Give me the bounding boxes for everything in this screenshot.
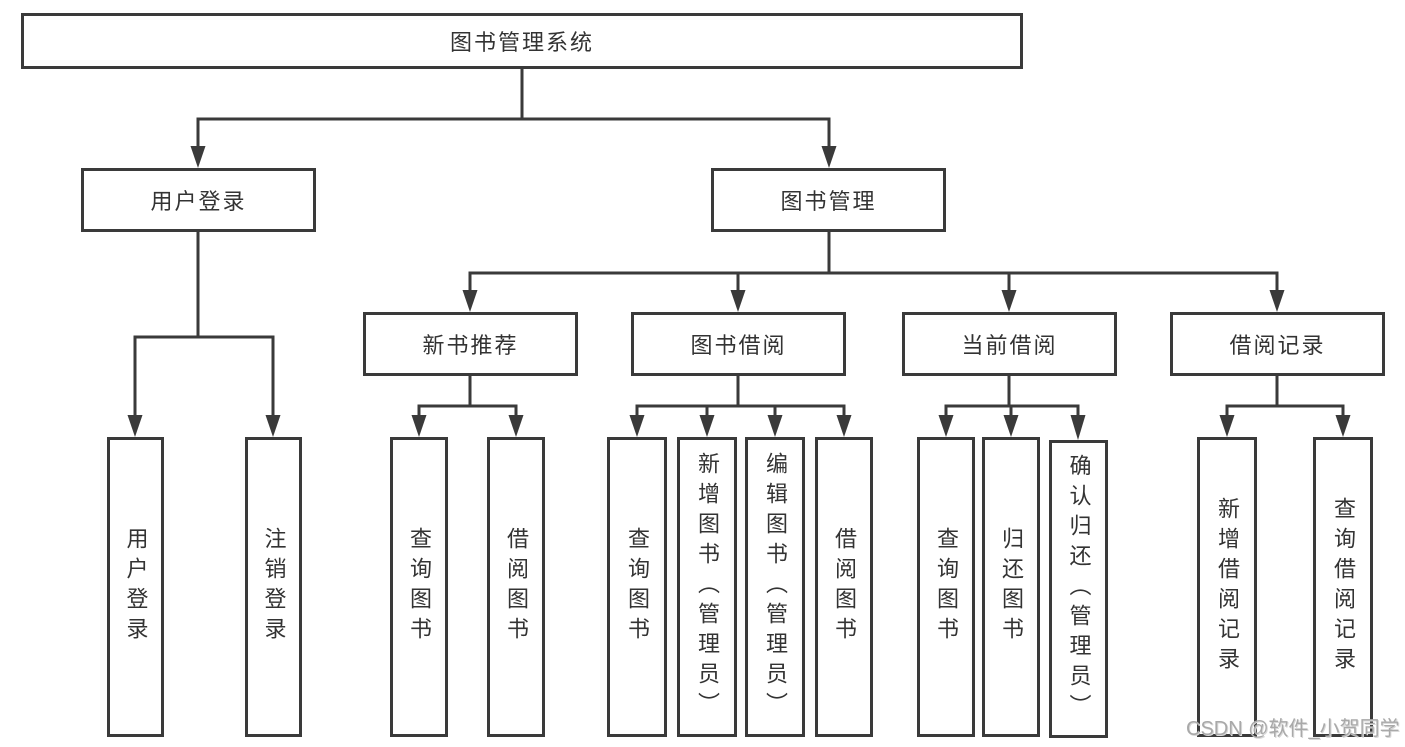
node-label: 查询借阅记录 [1331,497,1356,677]
leaf-return-books: 归还图书 [982,437,1040,737]
node-label: 借阅图书 [832,527,857,647]
node-label: 新增借阅记录 [1215,497,1240,677]
leaf-user-login: 用户登录 [107,437,164,737]
node-book-management: 图书管理 [711,168,946,232]
node-label: 用户登录 [150,189,247,214]
node-book-borrow: 图书借阅 [631,312,846,376]
leaf-add-borrow-record: 新增借阅记录 [1197,437,1257,737]
node-label: 图书管理 [780,189,877,214]
node-label: 借阅记录 [1229,333,1326,358]
node-label: 编辑图书（管理员） [763,452,788,722]
node-label: 借阅图书 [504,527,529,647]
node-label: 归还图书 [999,527,1024,647]
leaf-edit-books-admin: 编辑图书（管理员） [745,437,805,737]
leaf-confirm-return-admin: 确认归还（管理员） [1049,440,1108,738]
node-label: 新增图书（管理员） [695,452,720,722]
node-label: 注销登录 [261,527,287,647]
node-root-system: 图书管理系统 [21,13,1023,69]
csdn-watermark: CSDN @软件_小贺同学 [1186,718,1400,740]
node-label: 用户登录 [123,527,149,647]
node-current-borrow: 当前借阅 [902,312,1117,376]
node-borrow-records: 借阅记录 [1170,312,1385,376]
node-label: 当前借阅 [961,333,1058,358]
node-label: 图书借阅 [690,333,787,358]
node-new-book-recommend: 新书推荐 [363,312,578,376]
leaf-query-borrow-record: 查询借阅记录 [1313,437,1373,737]
node-label: 新书推荐 [422,333,519,358]
leaf-logout: 注销登录 [245,437,302,737]
node-label: 查询图书 [934,527,959,647]
leaf-query-books-borrow: 查询图书 [607,437,667,737]
node-label: 图书管理系统 [449,30,594,55]
leaf-query-books-current: 查询图书 [917,437,975,737]
node-label: 确认归还（管理员） [1066,454,1092,724]
leaf-query-books-recommend: 查询图书 [390,437,448,737]
node-label: 查询图书 [407,527,432,647]
leaf-borrow-books-recommend: 借阅图书 [487,437,545,737]
leaf-add-books-admin: 新增图书（管理员） [677,437,737,737]
node-label: 查询图书 [625,527,650,647]
leaf-borrow-books: 借阅图书 [815,437,873,737]
node-user-login: 用户登录 [81,168,316,232]
